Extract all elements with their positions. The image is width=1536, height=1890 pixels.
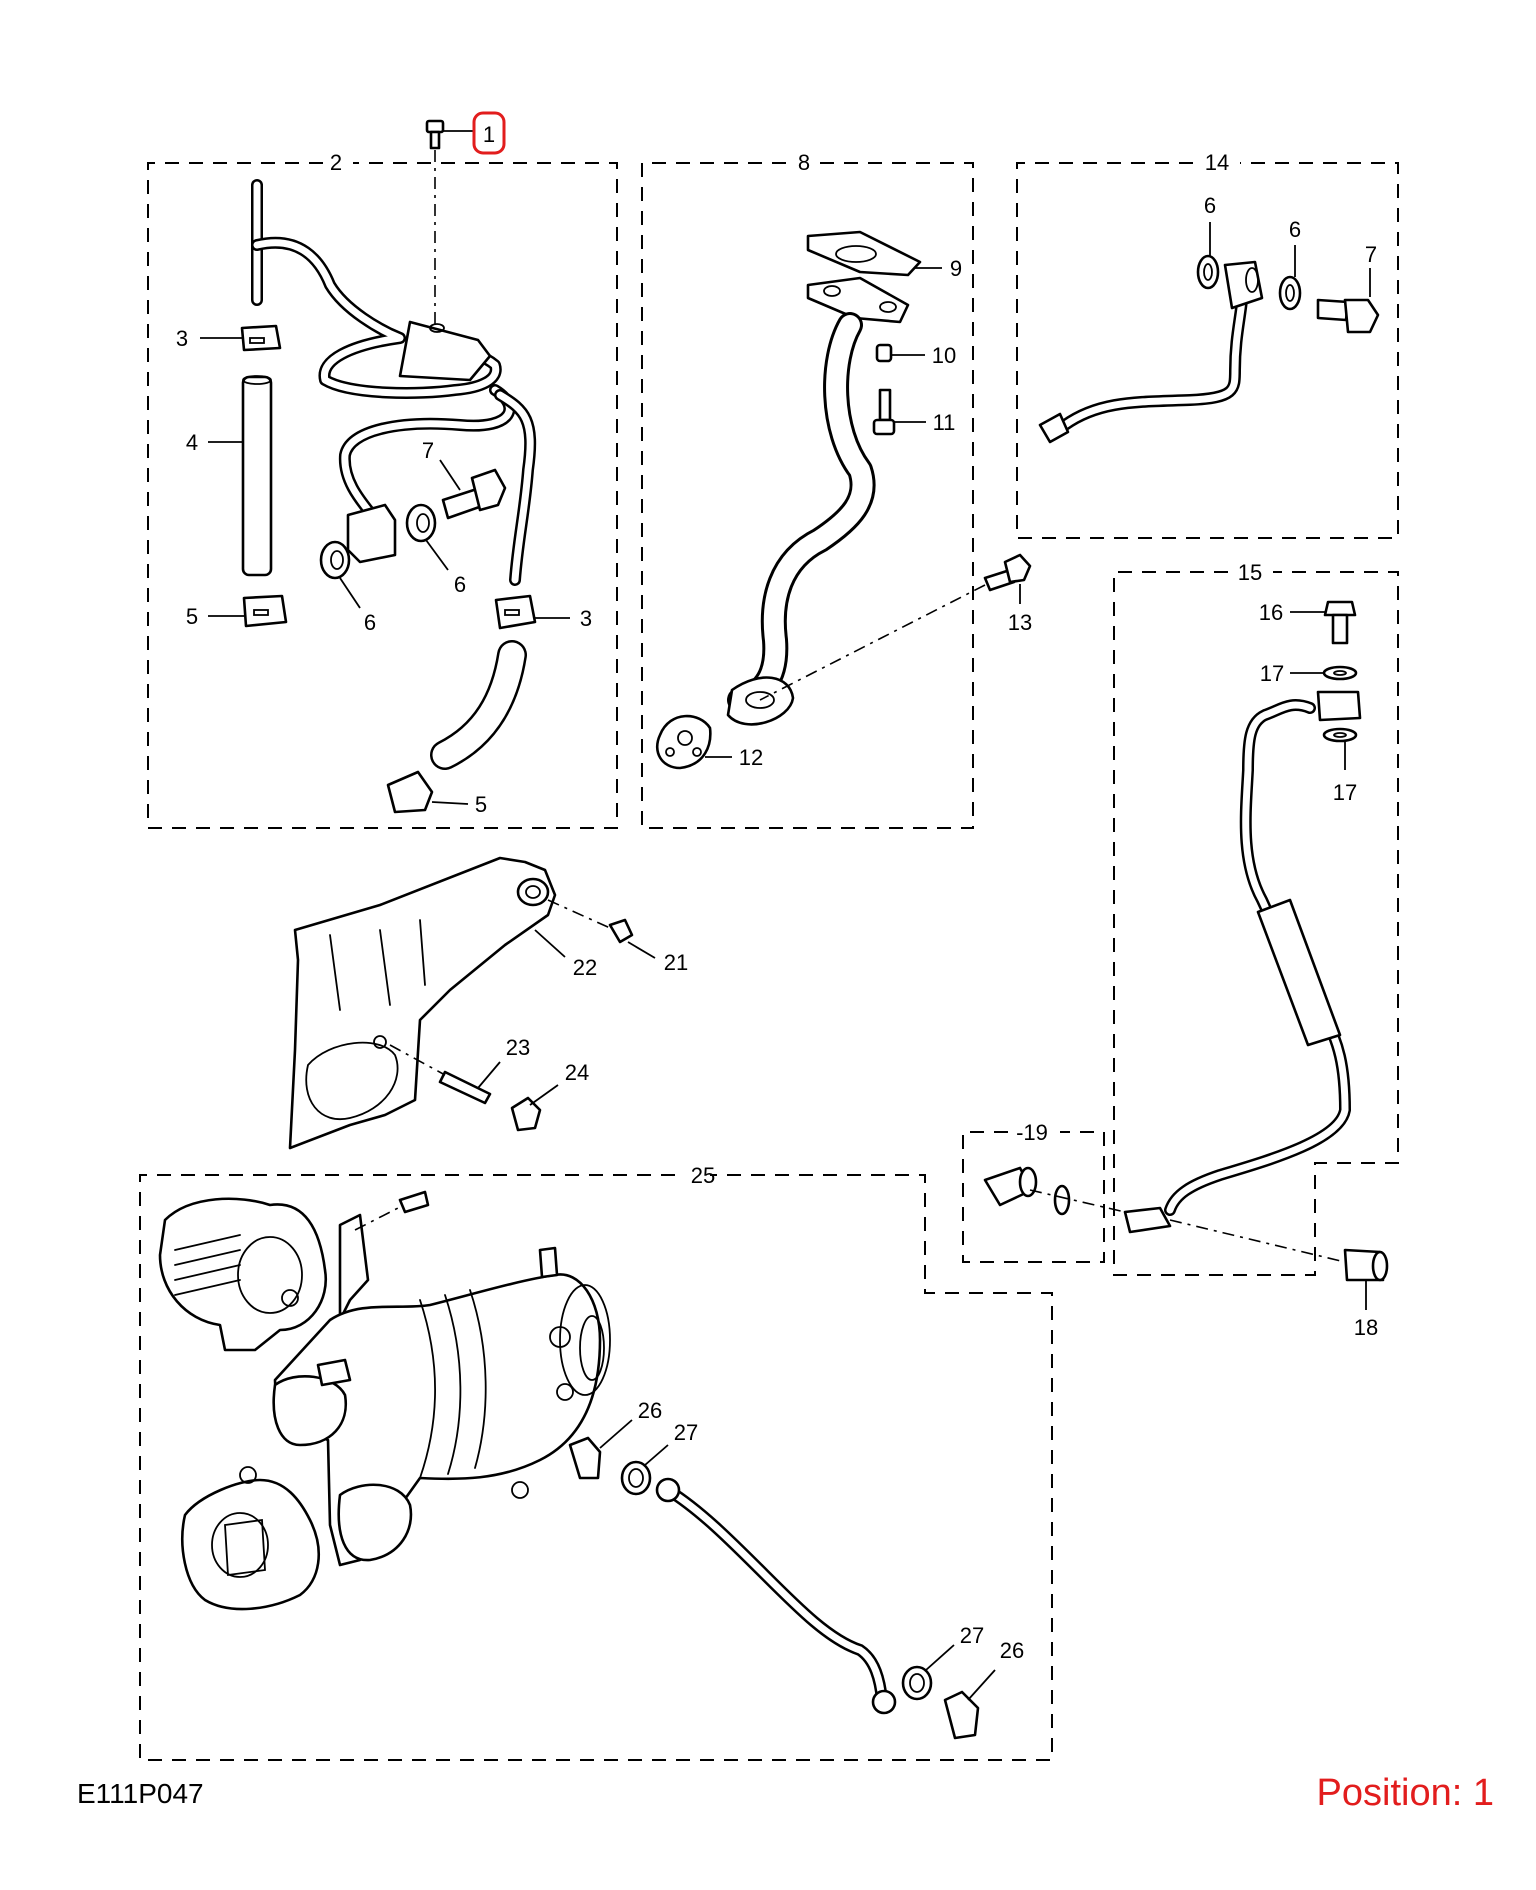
clip-26-upper[interactable] xyxy=(568,1419,633,1480)
callout-22[interactable]: 22 xyxy=(573,955,597,980)
callout-6-d[interactable]: 6 xyxy=(1289,217,1301,242)
callout-26-upper[interactable]: 26 xyxy=(638,1398,662,1423)
highlight-marker xyxy=(472,111,506,155)
diagram-code: E111P047 xyxy=(77,1778,204,1809)
bolt-part-1[interactable] xyxy=(425,119,475,330)
group-label-15: 15 xyxy=(1238,560,1262,585)
callout-24[interactable]: 24 xyxy=(565,1060,589,1085)
group-label-19: -19 xyxy=(1016,1120,1048,1145)
bolt-7-right[interactable] xyxy=(1316,268,1380,334)
clip-26-lower[interactable] xyxy=(943,1669,996,1740)
oring-27-lower[interactable] xyxy=(901,1644,955,1701)
washer-6-left[interactable] xyxy=(319,540,361,609)
callout-7-right[interactable]: 7 xyxy=(1365,242,1377,267)
bolt-7-left[interactable] xyxy=(439,459,507,520)
callout-6-mid[interactable]: 6 xyxy=(454,572,466,597)
gasket-12[interactable] xyxy=(655,714,732,770)
callout-13[interactable]: 13 xyxy=(1008,610,1032,635)
vacuum-pipe-15 xyxy=(1123,699,1351,1234)
washer-17-top[interactable] xyxy=(1290,665,1358,681)
cap-5[interactable] xyxy=(386,770,469,814)
cap-18[interactable] xyxy=(1169,1219,1389,1310)
oil-drain-pipe xyxy=(655,1477,897,1715)
callout-4[interactable]: 4 xyxy=(186,430,198,455)
group-label-8: 8 xyxy=(798,150,810,175)
callout-5-right[interactable]: 5 xyxy=(475,792,487,817)
bolt-21[interactable] xyxy=(547,899,656,959)
callout-27-upper[interactable]: 27 xyxy=(674,1420,698,1445)
callout-6-c[interactable]: 6 xyxy=(1204,193,1216,218)
callout-5-left[interactable]: 5 xyxy=(186,604,198,629)
callout-16[interactable]: 16 xyxy=(1259,600,1283,625)
wastegate-actuator xyxy=(181,1466,321,1611)
callout-27-lower[interactable]: 27 xyxy=(960,1623,984,1648)
oring-27-upper[interactable] xyxy=(620,1444,669,1496)
callout-26-lower[interactable]: 26 xyxy=(1000,1638,1024,1663)
oil-feed-pipe xyxy=(726,276,910,726)
stud-11[interactable] xyxy=(872,388,926,436)
stud-23[interactable] xyxy=(389,1044,501,1105)
callout-3-left[interactable]: 3 xyxy=(176,326,188,351)
nut-10[interactable] xyxy=(875,343,925,363)
callout-12[interactable]: 12 xyxy=(739,745,763,770)
callout-17-top[interactable]: 17 xyxy=(1260,661,1284,686)
turbocharger-25[interactable] xyxy=(158,1190,611,1567)
group-box-2 xyxy=(147,162,618,829)
callout-3-right[interactable]: 3 xyxy=(580,606,592,631)
group-label-25: 25 xyxy=(691,1163,715,1188)
oil-return-pipe-14 xyxy=(1038,260,1264,444)
washer-17-bottom[interactable] xyxy=(1322,727,1358,770)
vent-pipe-assembly xyxy=(251,179,537,586)
position-indicator: Position: 1 xyxy=(1316,1772,1494,1814)
clip-5-left[interactable] xyxy=(208,594,288,628)
bolt-16[interactable] xyxy=(1290,600,1357,645)
valve-19[interactable] xyxy=(983,1166,1126,1216)
bolt-13[interactable] xyxy=(759,553,1032,701)
gasket-9[interactable] xyxy=(806,230,942,277)
callout-18[interactable]: 18 xyxy=(1354,1315,1378,1340)
nut-24[interactable] xyxy=(510,1084,559,1132)
clip-3-left[interactable] xyxy=(200,324,282,352)
washer-6-a[interactable] xyxy=(1196,222,1220,290)
heat-shield-22[interactable] xyxy=(288,856,566,1150)
hose-4[interactable] xyxy=(208,375,273,577)
bracket-clip xyxy=(1316,690,1362,722)
washer-6-b[interactable] xyxy=(1278,245,1302,311)
group-box-15 xyxy=(1113,571,1399,1276)
callout-6-left[interactable]: 6 xyxy=(364,610,376,635)
callout-1[interactable]: 1 xyxy=(483,122,495,147)
group-box-19 xyxy=(962,1131,1105,1263)
hose-elbow xyxy=(430,640,527,770)
callout-17-bottom[interactable]: 17 xyxy=(1333,780,1357,805)
group-label-14: 14 xyxy=(1205,150,1229,175)
callout-7-left[interactable]: 7 xyxy=(422,438,434,463)
group-box-14 xyxy=(1016,162,1399,539)
callout-9[interactable]: 9 xyxy=(950,256,962,281)
clip-3-right[interactable] xyxy=(494,594,570,630)
washer-6-mid[interactable] xyxy=(405,503,449,571)
callout-23[interactable]: 23 xyxy=(506,1035,530,1060)
callout-11[interactable]: 11 xyxy=(933,410,956,435)
callout-21[interactable]: 21 xyxy=(664,950,688,975)
callout-10[interactable]: 10 xyxy=(932,343,956,368)
group-label-2: 2 xyxy=(330,150,342,175)
group-box-25 xyxy=(139,1174,1053,1761)
group-box-8 xyxy=(641,162,974,829)
